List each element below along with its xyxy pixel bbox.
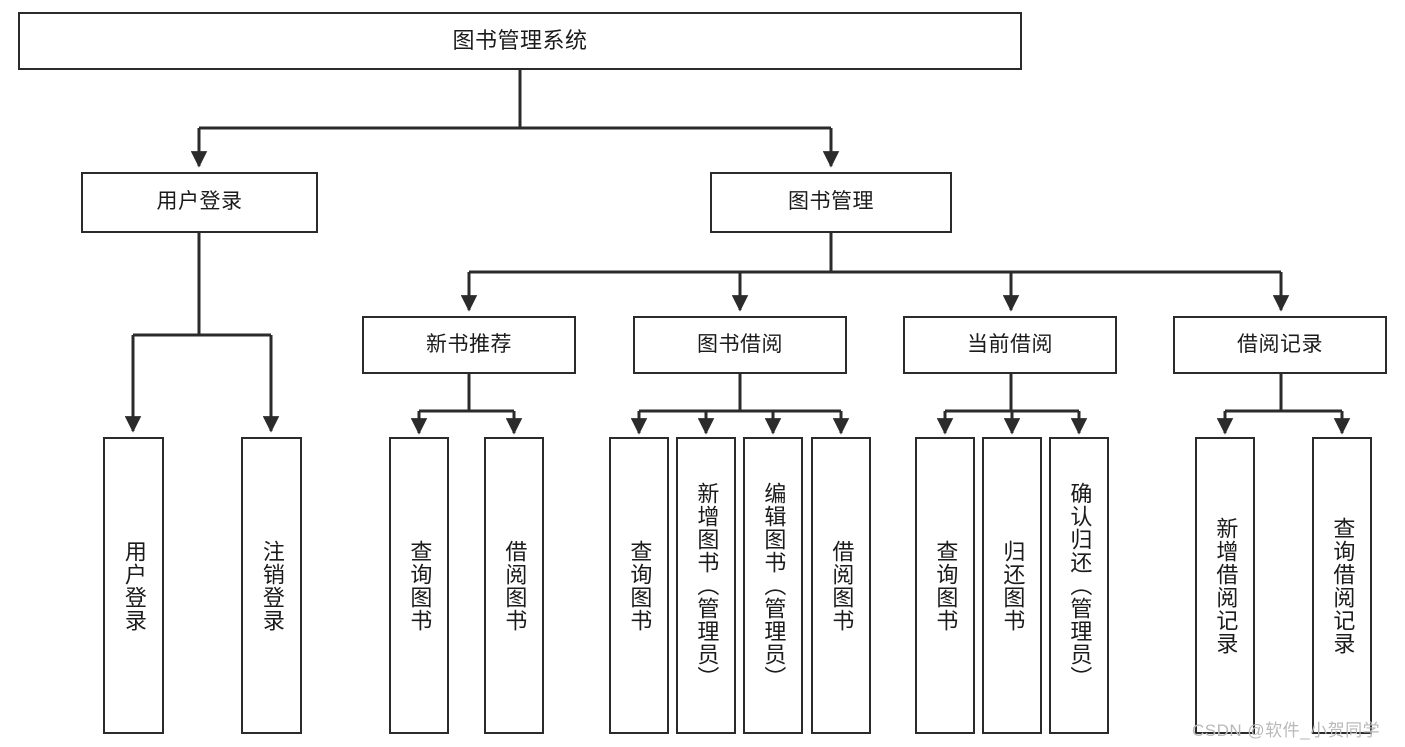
node-user-login[interactable]: 用户登录 xyxy=(81,172,318,233)
node-leaf-nb-query-book[interactable]: 查询图书 xyxy=(389,437,449,734)
node-leaf-bb-query-book-label: 查询图书 xyxy=(627,539,653,632)
node-root-system-label: 图书管理系统 xyxy=(452,28,588,54)
node-root-system[interactable]: 图书管理系统 xyxy=(18,12,1022,70)
node-leaf-logout-label: 注销登录 xyxy=(259,539,285,632)
node-book-borrow-label: 图书借阅 xyxy=(697,332,783,356)
node-leaf-cb-query-book-label: 查询图书 xyxy=(933,539,959,632)
node-borrow-record[interactable]: 借阅记录 xyxy=(1173,316,1387,374)
node-leaf-bb-add-book[interactable]: 新增图书（管理员） xyxy=(676,437,736,734)
node-leaf-cb-return-book-label: 归还图书 xyxy=(1000,539,1026,632)
node-leaf-cb-return-book[interactable]: 归还图书 xyxy=(982,437,1042,734)
node-leaf-bb-edit-book-label: 编辑图书（管理员） xyxy=(761,482,787,689)
node-new-book-recommend[interactable]: 新书推荐 xyxy=(362,316,576,374)
node-leaf-bb-borrow-book[interactable]: 借阅图书 xyxy=(811,437,871,734)
node-leaf-br-query-record-label: 查询借阅记录 xyxy=(1330,516,1356,655)
node-user-login-label: 用户登录 xyxy=(156,190,243,214)
node-current-borrow[interactable]: 当前借阅 xyxy=(903,316,1117,374)
node-leaf-br-query-record[interactable]: 查询借阅记录 xyxy=(1312,437,1372,734)
node-leaf-nb-borrow-book[interactable]: 借阅图书 xyxy=(484,437,544,734)
node-leaf-bb-query-book[interactable]: 查询图书 xyxy=(609,437,669,734)
node-leaf-user-login-label: 用户登录 xyxy=(121,539,147,632)
node-leaf-nb-borrow-book-label: 借阅图书 xyxy=(502,539,528,632)
node-leaf-logout[interactable]: 注销登录 xyxy=(241,437,302,734)
node-leaf-cb-confirm-return-label: 确认归还（管理员） xyxy=(1067,482,1093,689)
node-borrow-record-label: 借阅记录 xyxy=(1237,332,1323,356)
node-leaf-bb-add-book-label: 新增图书（管理员） xyxy=(694,482,720,689)
node-book-borrow[interactable]: 图书借阅 xyxy=(633,316,847,374)
node-new-book-recommend-label: 新书推荐 xyxy=(426,332,512,356)
node-leaf-bb-borrow-book-label: 借阅图书 xyxy=(829,539,855,632)
node-leaf-br-add-record[interactable]: 新增借阅记录 xyxy=(1195,437,1255,734)
node-current-borrow-label: 当前借阅 xyxy=(967,332,1053,356)
node-book-management[interactable]: 图书管理 xyxy=(710,172,952,233)
node-leaf-br-add-record-label: 新增借阅记录 xyxy=(1213,516,1239,655)
node-leaf-nb-query-book-label: 查询图书 xyxy=(407,539,433,632)
node-leaf-cb-query-book[interactable]: 查询图书 xyxy=(915,437,975,734)
node-book-management-label: 图书管理 xyxy=(788,190,874,214)
node-leaf-bb-edit-book[interactable]: 编辑图书（管理员） xyxy=(743,437,803,734)
node-leaf-cb-confirm-return[interactable]: 确认归还（管理员） xyxy=(1049,437,1109,734)
node-leaf-user-login[interactable]: 用户登录 xyxy=(103,437,164,734)
